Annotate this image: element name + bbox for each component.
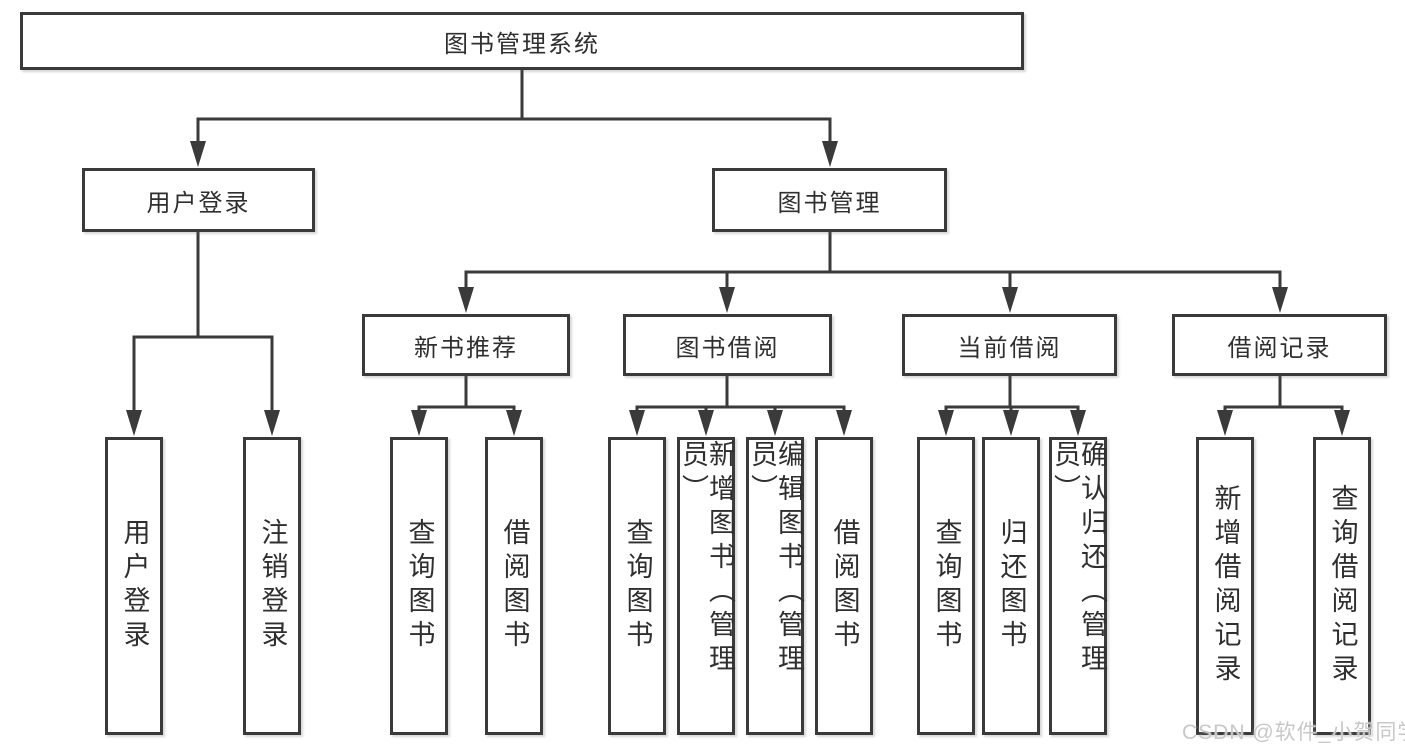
arrow-icon bbox=[411, 410, 427, 436]
arrow-icon bbox=[1070, 410, 1086, 436]
arrow-icon bbox=[264, 410, 280, 436]
arrowheads bbox=[126, 141, 1350, 436]
arrow-icon bbox=[836, 410, 852, 436]
csdn-watermark: CSDN @软件_小贺同学 bbox=[1182, 721, 1405, 744]
node-new-book-recommend: 新书推荐 bbox=[362, 314, 570, 376]
node-leaf-logout: 注销登录 bbox=[243, 437, 301, 735]
arrow-icon bbox=[1272, 287, 1288, 313]
node-leaf-borrow-book-2: 借阅图书 bbox=[815, 437, 873, 735]
arrow-icon bbox=[938, 410, 954, 436]
node-leaf-add-borrow-record: 新增借阅记录 bbox=[1196, 437, 1254, 735]
node-user-login: 用户登录 bbox=[82, 168, 315, 232]
arrow-icon bbox=[1003, 410, 1019, 436]
arrow-icon bbox=[1002, 287, 1018, 313]
arrow-icon bbox=[767, 410, 783, 436]
arrow-icon bbox=[506, 410, 522, 436]
node-leaf-add-book-admin: 新增图书（管理员） bbox=[677, 437, 735, 735]
node-current-borrow: 当前借阅 bbox=[902, 314, 1117, 376]
node-leaf-borrow-book-1: 借阅图书 bbox=[485, 437, 543, 735]
arrow-icon bbox=[698, 410, 714, 436]
node-book-management: 图书管理 bbox=[712, 168, 947, 232]
node-leaf-query-book-2: 查询图书 bbox=[608, 437, 666, 735]
arrow-icon bbox=[629, 410, 645, 436]
node-leaf-return-book: 归还图书 bbox=[982, 437, 1040, 735]
node-borrow-record: 借阅记录 bbox=[1172, 314, 1387, 376]
arrow-icon bbox=[126, 410, 142, 436]
arrow-icon bbox=[190, 141, 206, 167]
arrow-icon bbox=[458, 287, 474, 313]
arrow-icon bbox=[1217, 410, 1233, 436]
arrow-icon bbox=[822, 141, 838, 167]
arrow-icon bbox=[1334, 410, 1350, 436]
node-leaf-user-login: 用户登录 bbox=[105, 437, 163, 735]
node-book-borrow: 图书借阅 bbox=[623, 314, 832, 376]
node-leaf-edit-book-admin: 编辑图书（管理员） bbox=[746, 437, 804, 735]
node-leaf-query-book-3: 查询图书 bbox=[917, 437, 975, 735]
node-leaf-confirm-return-admin: 确认归还（管理员） bbox=[1049, 437, 1107, 735]
node-root-library-system: 图书管理系统 bbox=[20, 12, 1024, 70]
node-leaf-query-borrow-record: 查询借阅记录 bbox=[1313, 437, 1371, 735]
arrow-icon bbox=[719, 287, 735, 313]
node-leaf-query-book-1: 查询图书 bbox=[390, 437, 448, 735]
